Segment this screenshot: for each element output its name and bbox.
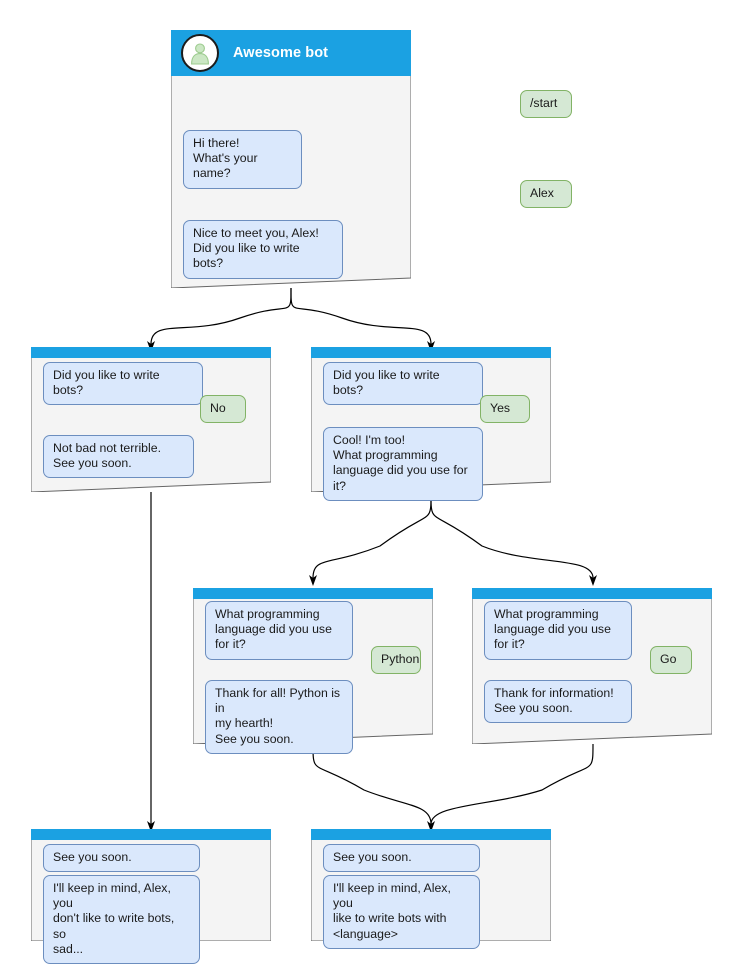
message-bubble-bot: Thank for information! See you soon. — [484, 680, 632, 724]
node-title-bar — [311, 829, 551, 840]
node-title-bar — [31, 829, 271, 840]
no-branch-node[interactable]: Did you like to write bots? No Not bad n… — [31, 347, 271, 492]
edge-no-to-end-sad — [147, 492, 155, 832]
edge-python-to-end-happy — [312, 743, 435, 832]
edge-yes-to-python — [309, 493, 432, 586]
message-bubble-bot: See you soon. — [323, 844, 480, 873]
message-bubble-bot: Not bad not terrible. See you soon. — [43, 435, 194, 479]
message-bubble-user: /start — [520, 90, 572, 119]
message-bubble-bot: Thank for all! Python is in my hearth! S… — [205, 680, 353, 754]
message-bubble-bot: What programming language did you use fo… — [205, 601, 353, 660]
message-bubble-user: Alex — [520, 180, 572, 209]
message-bubble-bot: Did you like to write bots? — [323, 362, 483, 406]
bot-title: Awesome bot — [233, 45, 329, 61]
message-bubble-bot: See you soon. — [43, 844, 200, 873]
message-bubble-user: Python — [371, 646, 421, 675]
node-title-bar — [31, 347, 271, 358]
edge-root-to-no — [147, 287, 292, 352]
message-bubble-bot: I'll keep in mind, Alex, you like to wri… — [323, 875, 480, 949]
node-title-bar — [193, 588, 433, 599]
message-bubble-user: Yes — [480, 395, 530, 424]
go-branch-node[interactable]: What programming language did you use fo… — [472, 588, 712, 744]
message-bubble-bot: Hi there! What's your name? — [183, 130, 302, 189]
message-bubble-user: No — [200, 395, 246, 424]
bot-header: Awesome bot — [171, 30, 411, 76]
message-bubble-bot: I'll keep in mind, Alex, you don't like … — [43, 875, 200, 965]
node-title-bar — [472, 588, 712, 599]
edge-go-to-end-happy — [430, 743, 594, 825]
edge-root-to-yes — [290, 287, 435, 352]
person-icon — [181, 34, 219, 72]
message-bubble-user: Go — [650, 646, 692, 675]
python-branch-node[interactable]: What programming language did you use fo… — [193, 588, 433, 754]
message-bubble-bot: What programming language did you use fo… — [484, 601, 632, 660]
message-bubble-bot: Nice to meet you, Alex! Did you like to … — [183, 220, 343, 279]
root-conversation-node[interactable]: Awesome bot /start Hi there! What's your… — [171, 30, 572, 288]
message-bubble-bot: Did you like to write bots? — [43, 362, 203, 406]
edge-yes-to-go — [430, 493, 597, 586]
end-happy-node[interactable]: See you soon. I'll keep in mind, Alex, y… — [311, 829, 551, 949]
yes-branch-node[interactable]: Did you like to write bots? Yes Cool! I'… — [311, 347, 551, 501]
message-bubble-bot: Cool! I'm too! What programming language… — [323, 427, 483, 501]
end-sad-node[interactable]: See you soon. I'll keep in mind, Alex, y… — [31, 829, 271, 965]
node-title-bar — [311, 347, 551, 358]
